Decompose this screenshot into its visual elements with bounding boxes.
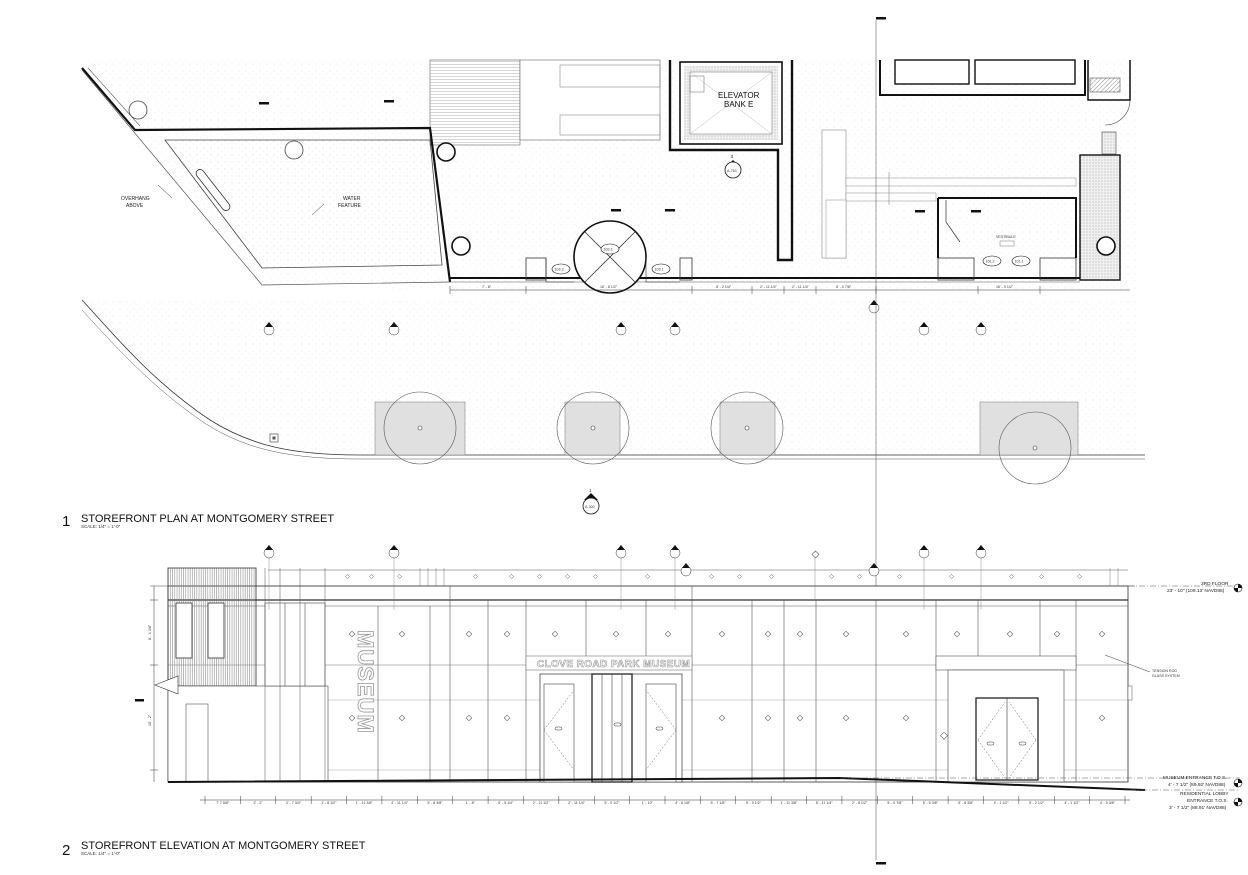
storefront-plan: OVERHANG ABOVE WATER FEATURE ELEVAT <box>81 17 1145 515</box>
museum-entrance-doors <box>539 673 683 783</box>
curb-line <box>81 299 1145 456</box>
plan-section-marks <box>259 17 981 213</box>
vertical-dimensions: 8' - 1 3/8" 10' - 2" <box>135 586 158 782</box>
tension-rod-note-2: GLASS SYSTEM <box>1152 674 1180 678</box>
dimension-label: 5' - 0 7/8" <box>887 801 903 805</box>
dimension-label: 2' - 11 1/4" <box>568 801 586 805</box>
elevator-label-1: ELEVATOR <box>718 91 760 100</box>
svg-text:103.2: 103.2 <box>604 248 613 252</box>
street-trees <box>374 391 1079 485</box>
plan-scale: SCALE: 1/4" = 1'-0" <box>81 524 121 529</box>
dimension-label: 4' - 8 1/8" <box>675 801 691 805</box>
elevation-scale: SCALE: 1/4" = 1'-0" <box>81 851 121 856</box>
storefront-elevation: CLOVE ROAD PARK MUSEUM MUSEUM <box>135 545 1243 811</box>
stair <box>429 59 661 146</box>
overhang-edge <box>81 67 452 283</box>
plan-title-block: 1 STOREFRONT PLAN AT MONTGOMERY STREET S… <box>62 513 334 530</box>
residential-entrance-doors <box>935 655 1077 783</box>
elevator-label-2: BANK E <box>724 100 753 109</box>
plan-detail-tags <box>263 300 987 336</box>
mullion-grid <box>377 586 1077 782</box>
elevation-detail-tags <box>263 545 987 610</box>
svg-text:103.3: 103.3 <box>555 268 564 272</box>
door-tags: 103.2 103.3 103.1 101.2 101.1 <box>551 243 1031 275</box>
svg-text:101.1: 101.1 <box>1015 260 1024 264</box>
svg-text:16' - 0 1/2": 16' - 0 1/2" <box>996 285 1014 289</box>
svg-text:4' - 7 1/2" (89.92' NAVD88): 4' - 7 1/2" (89.92' NAVD88) <box>1168 782 1226 788</box>
right-rooms: VESTIBULE <box>821 59 1131 281</box>
svg-text:MUSEUM ENTRANCE T.O.S.: MUSEUM ENTRANCE T.O.S. <box>1163 775 1227 781</box>
dimension-label: 5' - 7 1/8" <box>710 801 726 805</box>
dimension-label: 3' - 7 3/4" <box>286 801 302 805</box>
plan-title: STOREFRONT PLAN AT MONTGOMERY STREET <box>81 513 334 525</box>
svg-text:8' - 0 7/8": 8' - 0 7/8" <box>836 285 852 289</box>
dimension-label: 5' - 11 1/4" <box>816 801 834 805</box>
svg-text:10' - 2": 10' - 2" <box>148 714 152 726</box>
svg-text:RESIDENTIAL LOBBY: RESIDENTIAL LOBBY <box>1180 791 1229 797</box>
svg-text:3RD FLOOR: 3RD FLOOR <box>1201 581 1229 587</box>
overhang-label-2: ABOVE <box>126 203 144 209</box>
plan-dimensions: 7' - 8" 16' - 8 1/2" 8' - 2 1/4" 2' - 11… <box>449 285 1130 294</box>
svg-text:103.1: 103.1 <box>655 268 664 272</box>
dimension-label: 5' - 5 1/4" <box>498 801 514 805</box>
dimension-label: 4' - 11 1/4" <box>391 801 409 805</box>
elevation-number: 2 <box>62 842 70 859</box>
dimension-label: 4' - 1 1/2" <box>1064 801 1080 805</box>
svg-text:ENTRANCE T.O.S.: ENTRANCE T.O.S. <box>1187 798 1228 804</box>
svg-text:23' - 10" (109.13' NAVD88): 23' - 10" (109.13' NAVD88) <box>1167 588 1225 594</box>
water-feature <box>164 139 443 269</box>
tension-rod-note-1: TENSION ROD <box>1152 669 1177 673</box>
svg-text:8' - 2 1/4": 8' - 2 1/4" <box>716 285 732 289</box>
svg-text:A-300: A-300 <box>585 505 595 509</box>
dimension-label: 1' - 11 3/8" <box>356 801 374 805</box>
glass-fittings <box>348 630 1106 740</box>
elevator-bank: ELEVATOR BANK E <box>668 60 794 262</box>
svg-text:2' - 11 1/4": 2' - 11 1/4" <box>760 285 778 289</box>
dimension-label: 2' - 2" <box>253 801 263 805</box>
elevation-title: STOREFRONT ELEVATION AT MONTGOMERY STREE… <box>81 840 366 852</box>
svg-text:3: 3 <box>731 154 734 159</box>
svg-text:16' - 8 1/2": 16' - 8 1/2" <box>600 285 618 289</box>
dimension-label: 4' - 9 3/8" <box>1100 801 1116 805</box>
svg-text:3' - 7 1/2" (88.91' NAVD88): 3' - 7 1/2" (88.91' NAVD88) <box>1169 805 1227 811</box>
water-feature-label-2: FEATURE <box>338 203 362 209</box>
svg-text:1: 1 <box>589 488 592 493</box>
parapet-fittings <box>345 574 1082 579</box>
dimension-label: 4' - 1 1/2" <box>994 801 1010 805</box>
svg-text:A-763: A-763 <box>727 169 737 173</box>
water-feature-label-1: WATER <box>343 196 361 202</box>
dimension-label: 1' - 8" <box>466 801 476 805</box>
svg-text:8' - 1 3/8": 8' - 1 3/8" <box>148 624 152 640</box>
svg-text:7' - 8": 7' - 8" <box>482 285 492 289</box>
dimension-label: 1' - 11 3/8" <box>780 801 798 805</box>
dimension-label: 5' - 8 3/8" <box>958 801 974 805</box>
dimension-label: 5' - 0 1/2" <box>746 801 762 805</box>
svg-text:101.2: 101.2 <box>986 260 995 264</box>
section-marker-a763: 3 A-763 <box>724 154 742 179</box>
dimension-label: 5' - 8 3/8" <box>427 801 443 805</box>
overhang-label-1: OVERHANG <box>121 196 150 202</box>
section-marker-a300: 1 A-300 <box>582 488 600 515</box>
svg-text:2' - 11 1/4": 2' - 11 1/4" <box>792 285 810 289</box>
dimension-label: 2' - 8 1/2" <box>852 801 868 805</box>
sidewalk-paving <box>82 300 1140 455</box>
dimension-label: 5' - 2 1/2" <box>1029 801 1045 805</box>
dimension-label: 5' - 0 1/2" <box>604 801 620 805</box>
revolving-door <box>545 220 680 294</box>
museum-sign: CLOVE ROAD PARK MUSEUM <box>537 659 690 670</box>
dimension-label: 2' - 11 1/2" <box>533 801 551 805</box>
vertical-museum-sign: MUSEUM <box>353 630 378 734</box>
dimension-label: 1' - 8 1/2" <box>321 801 337 805</box>
dimension-label: 5' - 5 3/8" <box>923 801 939 805</box>
plan-number: 1 <box>62 513 70 530</box>
level-markers: 3RD FLOOR 23' - 10" (109.13' NAVD88) MUS… <box>1163 581 1243 811</box>
vestibule-label: VESTIBULE <box>996 235 1016 239</box>
dimension-label: 1' - 10" <box>642 801 654 805</box>
dimension-label: 7' 7 5/8" <box>216 801 230 805</box>
elevation-title-block: 2 STOREFRONT ELEVATION AT MONTGOMERY STR… <box>62 840 366 859</box>
museum-sign-band <box>525 655 693 671</box>
